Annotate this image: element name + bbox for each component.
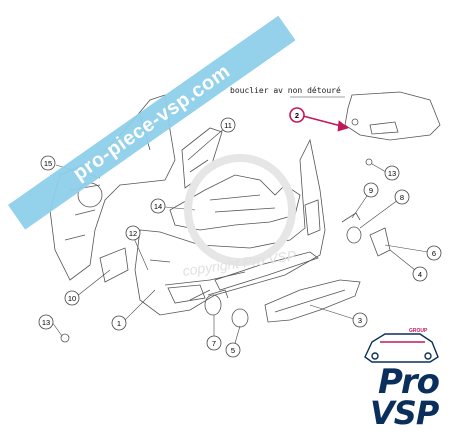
svg-text:8: 8 [400,193,404,202]
bumper-cover [134,138,326,316]
watermark-center-text: copyright Pro VSP [182,247,298,279]
logo-group-text: GROUP [409,328,428,334]
crossmember [169,174,301,231]
lower-spoiler [264,279,361,323]
svg-text:6: 6 [432,249,436,258]
label-6: 6 [426,245,442,261]
label-10: 10 [64,290,80,306]
svg-text:4: 4 [418,270,422,279]
bracket-part [181,127,223,189]
label-4: 4 [412,266,428,282]
svg-text:14: 14 [154,202,162,211]
svg-text:9: 9 [369,186,373,195]
svg-text:13: 13 [42,318,50,327]
svg-text:1: 1 [117,319,121,328]
svg-text:3: 3 [358,316,362,325]
label-8: 8 [394,189,410,205]
label-7: 7 [206,335,222,351]
callout-label: bouclier av non détouré [230,86,341,95]
svg-text:10: 10 [68,294,76,303]
label-14: 14 [150,198,166,214]
label-5: 5 [225,342,241,358]
label-15: 15 [40,155,56,171]
svg-text:7: 7 [212,339,216,348]
label-1: 1 [111,315,127,331]
label-13-b: 13 [384,165,400,181]
label-11: 11 [220,117,236,133]
svg-text:12: 12 [129,229,137,238]
bumper-inset [344,91,441,141]
svg-text:15: 15 [44,159,52,168]
label-2: 2 [289,107,305,123]
svg-text:13: 13 [388,169,396,178]
svg-text:11: 11 [224,121,232,130]
label-9: 9 [363,182,379,198]
svg-text:2: 2 [295,111,299,120]
logo-pro-text: Pro [378,362,440,402]
logo-car-icon [364,333,439,363]
svg-text:5: 5 [231,346,235,355]
label-12: 12 [125,225,141,241]
label-13-a: 13 [38,314,54,330]
logo-vsp-text: VSP [370,394,439,432]
label-3: 3 [352,312,368,328]
